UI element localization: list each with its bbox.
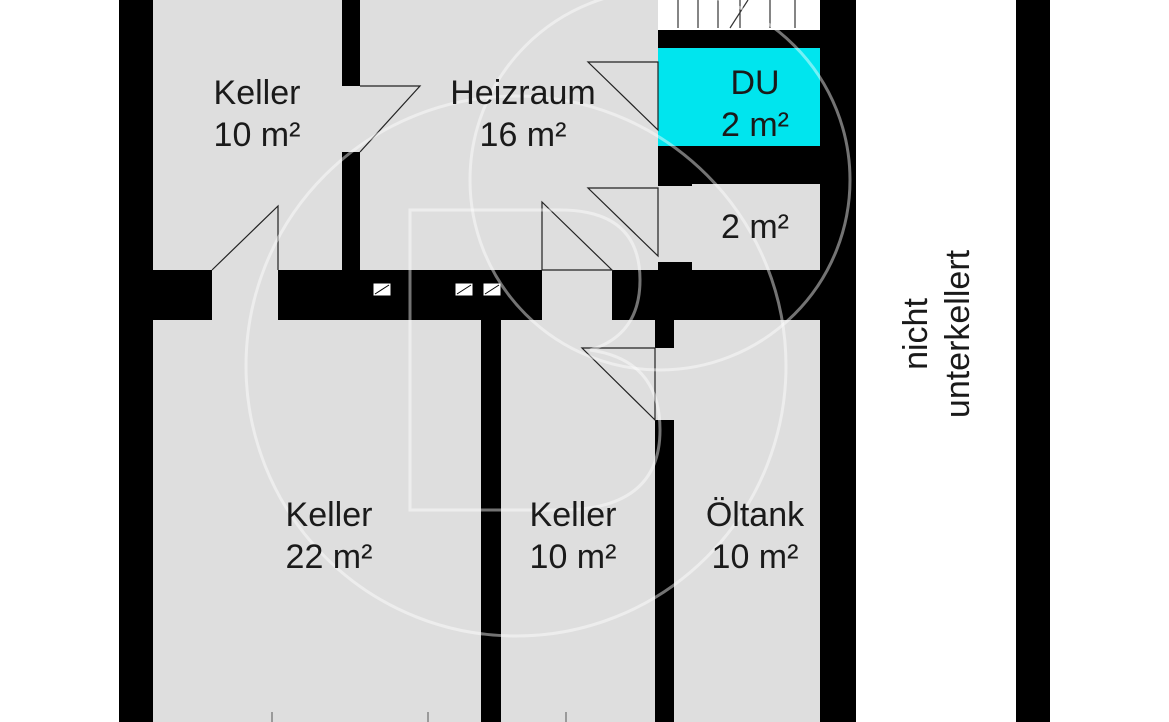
room-label-oeltank-name: Öltank — [706, 496, 805, 534]
outside-label-line1: nicht — [897, 298, 935, 370]
stairs — [677, 0, 796, 29]
room-label-keller-mid-name: Keller — [530, 496, 617, 534]
room-label-heizraum-name: Heizraum — [450, 74, 595, 112]
room-label-keller-big-area: 22 m² — [286, 538, 373, 576]
logo-b-watermark-icon — [244, 0, 852, 638]
room-small — [692, 184, 820, 270]
room-label-oeltank-area: 10 m² — [712, 538, 799, 576]
unexcavated-area — [856, 0, 1016, 722]
dimension-ticks — [271, 712, 567, 722]
room-label-du-name: DU — [730, 64, 779, 102]
room-du — [658, 48, 820, 146]
room-label-du-area: 2 m² — [721, 106, 789, 144]
door-swings — [211, 61, 659, 422]
outside-label-line2: unterkellert — [939, 249, 977, 418]
room-label-keller-big-name: Keller — [286, 496, 373, 534]
room-keller-big — [153, 320, 481, 722]
vent-icons — [372, 282, 502, 297]
room-label-heizraum-area: 16 m² — [480, 116, 567, 154]
room-label-small-area: 2 m² — [721, 208, 789, 246]
door-openings — [212, 86, 692, 420]
room-keller-top — [153, 0, 342, 270]
room-keller-mid — [501, 320, 655, 722]
room-label-keller-mid-area: 10 m² — [530, 538, 617, 576]
room-oeltank — [674, 320, 820, 722]
outside-label: nicht unterkellert — [897, 249, 977, 418]
room-label-keller-top-area: 10 m² — [214, 116, 301, 154]
room-label-keller-top-name: Keller — [214, 74, 301, 112]
rooms — [153, 0, 1016, 722]
room-labels: Keller 10 m² Heizraum 16 m² DU 2 m² 2 m²… — [214, 64, 977, 576]
room-heizraum — [360, 0, 658, 270]
outer-wall-right — [1016, 0, 1050, 722]
